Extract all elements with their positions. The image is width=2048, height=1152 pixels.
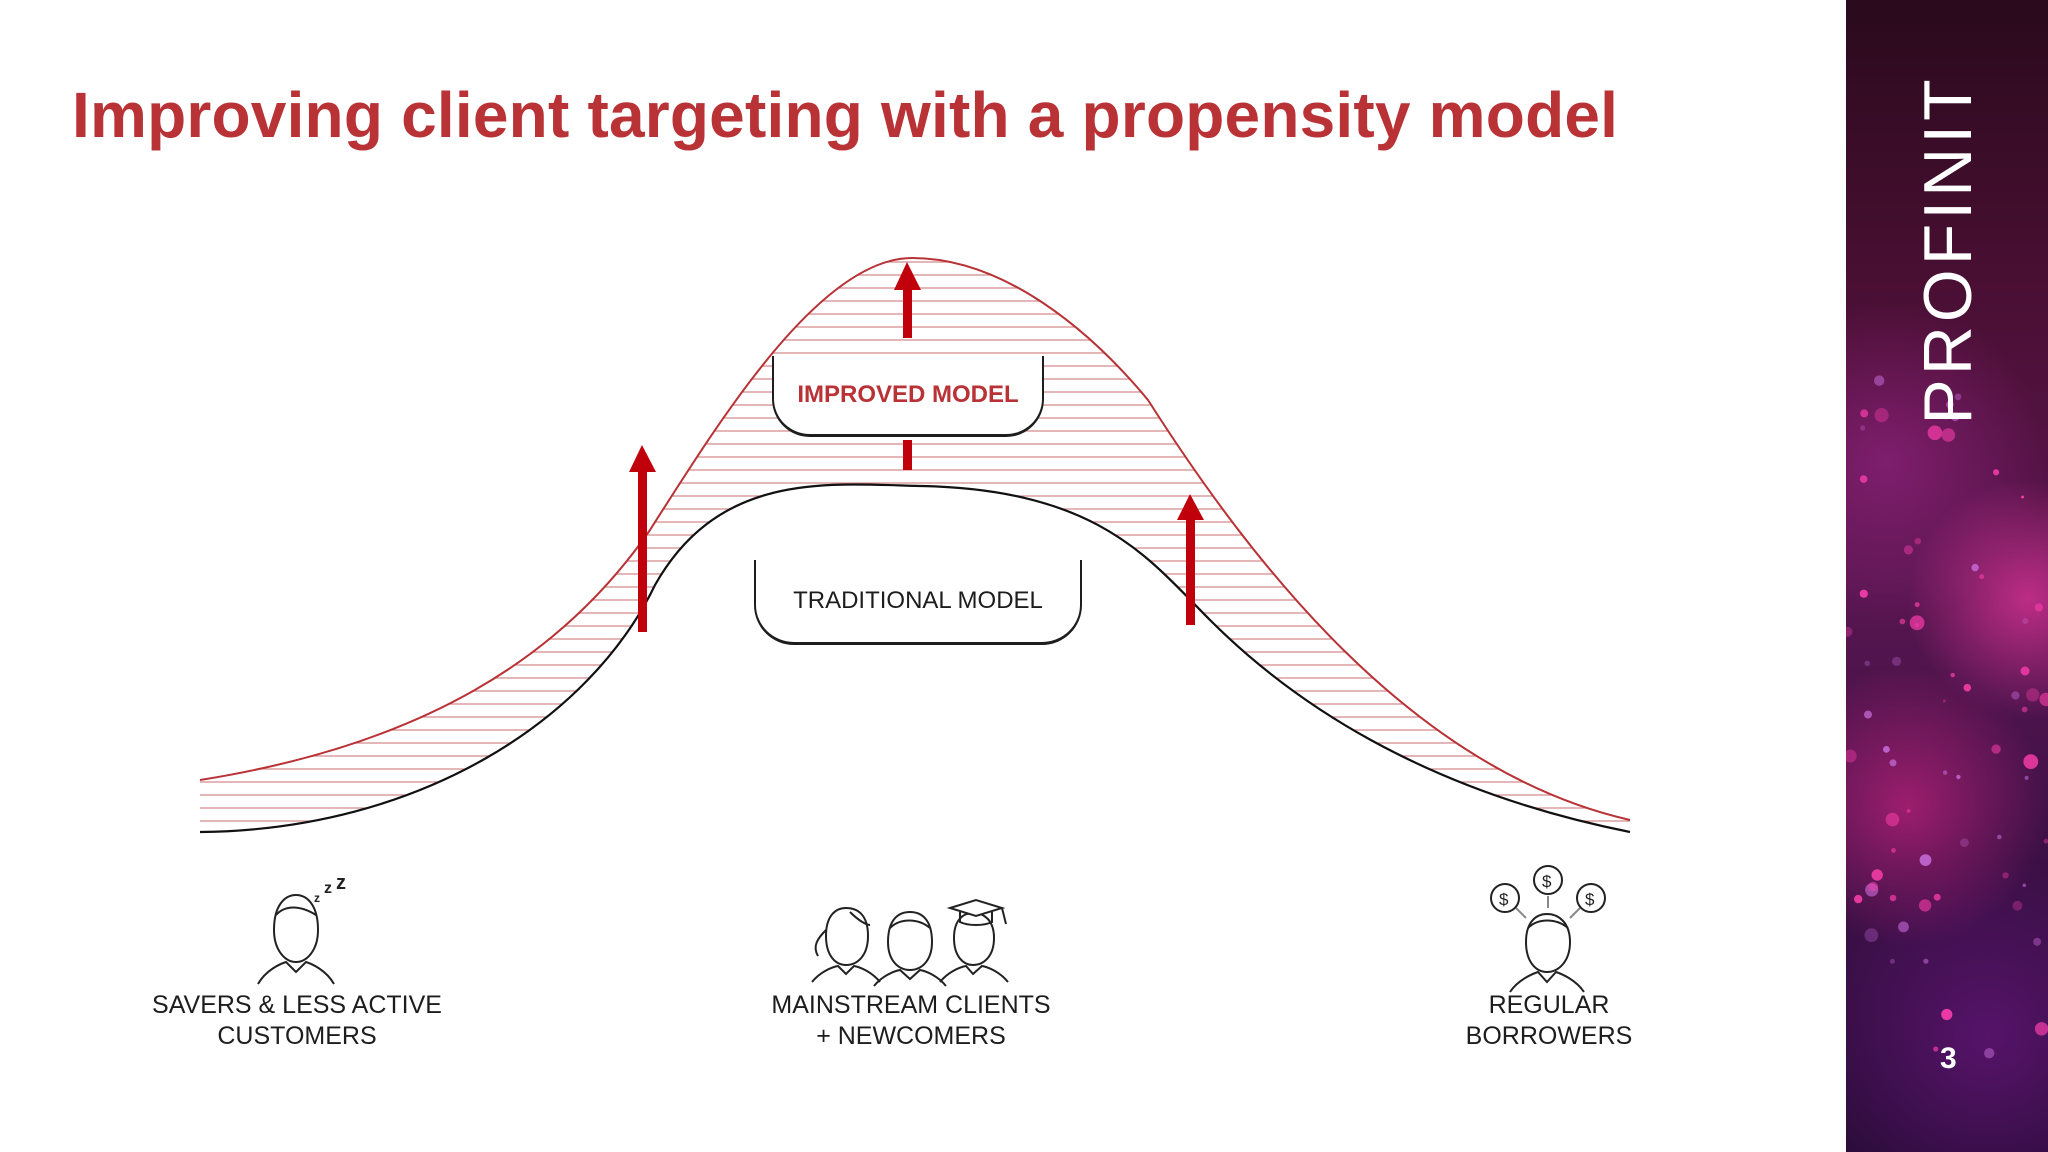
bokeh-dot <box>2012 900 2023 911</box>
bokeh-dot <box>1933 893 1941 901</box>
bokeh-dot <box>1963 683 1972 692</box>
traditional-model-curve <box>199 483 1631 834</box>
improved-model-label: IMPROVED MODEL <box>772 356 1044 437</box>
bokeh-dot <box>1871 869 1883 881</box>
bokeh-dot <box>1854 894 1863 904</box>
bokeh-dot <box>2043 838 2048 844</box>
bokeh-dot <box>1898 921 1909 933</box>
bokeh-dot <box>1859 475 1868 483</box>
bokeh-dot <box>1891 848 1896 853</box>
bokeh-dot <box>1885 812 1900 827</box>
arrow-left <box>629 445 656 632</box>
bokeh-dot <box>1865 883 1879 897</box>
bokeh-dot <box>1846 626 1853 637</box>
bokeh-dot <box>1909 615 1925 631</box>
svg-text:$: $ <box>1585 890 1595 909</box>
bokeh-dot <box>1991 744 2001 754</box>
segment-label-borrowers: REGULAR BORROWERS <box>1465 991 1633 1050</box>
slide: Improving client targeting with a propen… <box>72 79 1633 1050</box>
bokeh-dot <box>1889 958 1895 964</box>
bokeh-dot <box>1903 545 1913 555</box>
bokeh-dot <box>1960 838 1969 847</box>
bokeh-dot <box>1919 854 1932 866</box>
bokeh-dot <box>2024 775 2029 780</box>
page-number: 3 <box>1940 1042 1957 1075</box>
bokeh-dot <box>1892 656 1902 667</box>
bokeh-dot <box>1993 469 2000 476</box>
bokeh-dot <box>1927 425 1943 441</box>
brand-sidebar: PROFINIT <box>1846 0 2048 1152</box>
bokeh-dot <box>1933 1046 1939 1052</box>
bokeh-dot <box>2021 495 2025 499</box>
svg-text:$: $ <box>1499 890 1509 909</box>
bokeh-dot <box>2002 872 2009 879</box>
bokeh-dot <box>1906 809 1911 813</box>
bokeh-dot <box>1984 1048 1995 1059</box>
bokeh-dot <box>1942 413 1949 420</box>
segment-label-savers: SAVERS & LESS ACTIVE CUSTOMERS <box>152 991 442 1050</box>
bokeh-dot <box>2034 603 2043 612</box>
bokeh-dot <box>1918 899 1932 912</box>
bokeh-dot <box>1956 774 1961 780</box>
svg-text:z: z <box>336 872 346 894</box>
bokeh-dot <box>1874 408 1889 423</box>
bokeh-dot <box>2021 706 2028 713</box>
bokeh-dot <box>1914 537 1922 545</box>
person-with-money-icon: $ $ $ <box>1490 865 1606 993</box>
bokeh-dot <box>1954 393 1962 401</box>
bokeh-dot <box>1942 770 1948 775</box>
improved-model-curve <box>199 256 1631 821</box>
bokeh-dot <box>1914 602 1920 608</box>
bokeh-background <box>1846 375 2048 1059</box>
svg-text:$: $ <box>1542 872 1552 891</box>
bokeh-dot <box>1859 589 1868 598</box>
segment-label-mainstream: MAINSTREAM CLIENTS + NEWCOMERS <box>771 991 1051 1050</box>
bokeh-dot <box>1950 672 1955 678</box>
bokeh-dot <box>1899 618 1906 625</box>
bokeh-dot <box>1997 834 2002 840</box>
sleeping-person-icon: z z z <box>257 872 346 985</box>
slide-title: Improving client targeting with a propen… <box>72 79 1619 151</box>
bokeh-dot <box>1868 881 1879 892</box>
improvement-band <box>200 258 1630 832</box>
bokeh-dot <box>2033 937 2042 946</box>
bokeh-dot <box>2020 666 2030 676</box>
bokeh-dot <box>1971 563 1979 572</box>
bokeh-dot <box>1860 425 1866 431</box>
group-of-people-icon <box>811 898 1009 987</box>
bokeh-dot <box>1846 749 1857 763</box>
traditional-model-label: TRADITIONAL MODEL <box>754 560 1082 645</box>
bokeh-dot <box>1946 400 1954 409</box>
bokeh-dot <box>1864 710 1872 719</box>
bokeh-dot <box>2026 688 2040 702</box>
arrow-center <box>894 262 921 470</box>
bokeh-dot <box>1923 958 1929 964</box>
bokeh-dot <box>1864 928 1879 943</box>
bokeh-dot <box>2034 1022 2048 1036</box>
bokeh-dot <box>1889 894 1897 902</box>
bokeh-dot <box>2011 691 2020 700</box>
bokeh-dot <box>1942 699 1946 703</box>
arrow-right <box>1177 494 1204 625</box>
svg-text:z: z <box>314 891 320 905</box>
bokeh-dot <box>1979 574 1985 580</box>
bokeh-dot <box>1883 746 1890 753</box>
bokeh-dot <box>2039 692 2048 707</box>
bokeh-dot <box>2023 754 2039 769</box>
bokeh-dot <box>2022 883 2027 888</box>
svg-text:z: z <box>324 880 332 897</box>
bokeh-dot <box>1874 375 1885 386</box>
bokeh-dot <box>1941 428 1956 442</box>
brand-logo: PROFINIT <box>1910 75 1986 425</box>
bokeh-dot <box>1950 412 1960 422</box>
bokeh-dot <box>1941 1008 1953 1021</box>
bokeh-dot <box>2022 618 2029 625</box>
bokeh-dot <box>1889 759 1897 767</box>
bokeh-dot <box>1860 409 1869 418</box>
propensity-curve-diagram: z z z $ <box>199 256 1631 993</box>
bokeh-dot <box>1864 660 1870 667</box>
